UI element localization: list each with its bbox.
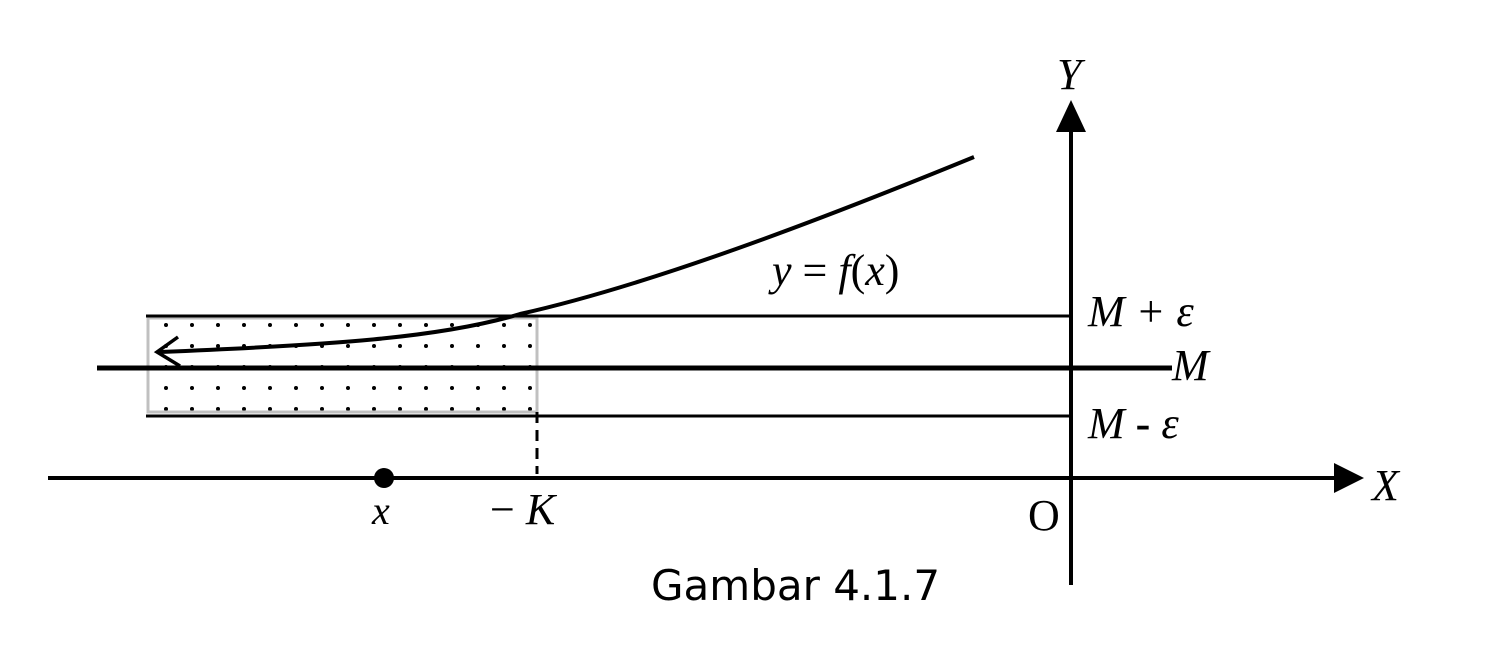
epsilon-band-region: [146, 316, 539, 414]
x-axis-arrowhead: [1334, 463, 1364, 493]
figure-caption: Gambar 4.1.7: [651, 561, 940, 610]
neg-k-label: − K: [490, 485, 558, 534]
x-axis-label: X: [1370, 461, 1401, 510]
curve-arrowhead: [153, 335, 181, 368]
function-curve: [159, 155, 975, 354]
limit-level-label: M: [1171, 341, 1211, 390]
y-axis-label: Y: [1057, 50, 1086, 99]
lower-band-label: M - ε: [1087, 399, 1179, 448]
y-axis-arrowhead: [1056, 100, 1086, 132]
point-x-label: x: [371, 488, 390, 533]
upper-band-label: M + ε: [1087, 287, 1194, 336]
origin-label: O: [1028, 491, 1060, 540]
point-x-dot: [374, 468, 394, 488]
curve-label: y = f(x): [768, 246, 899, 295]
